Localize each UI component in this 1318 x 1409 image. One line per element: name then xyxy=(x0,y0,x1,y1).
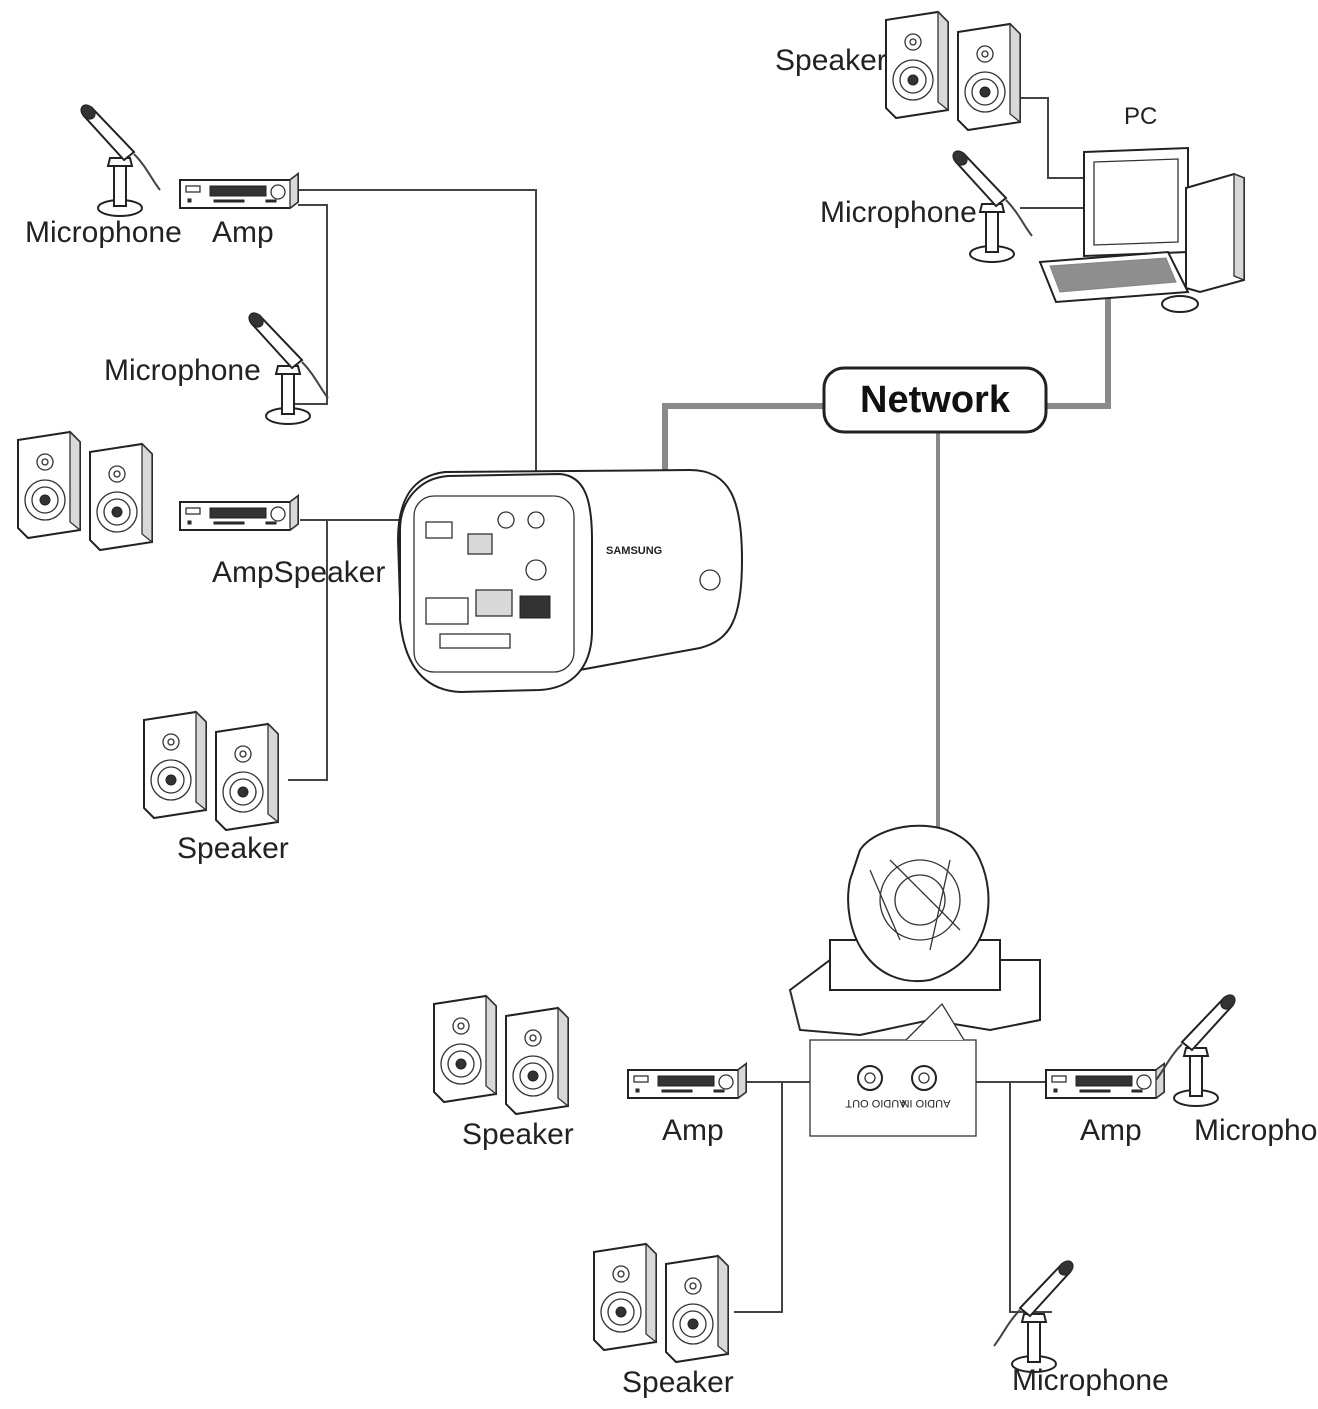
label-amp-bottom-right: Amp xyxy=(1080,1114,1142,1147)
network-label: Network xyxy=(860,379,1011,421)
microphone-icon xyxy=(1155,991,1239,1107)
label-pc: PC xyxy=(1124,103,1157,130)
box-camera-icon: SAMSUNG xyxy=(396,468,744,694)
speaker-icon xyxy=(144,712,278,830)
label-microphone-bottom: Microphone xyxy=(1012,1364,1169,1397)
dome-port-in-label: AUDIO IN xyxy=(902,1097,951,1109)
amplifier-icon xyxy=(1045,1063,1165,1099)
speaker-icon xyxy=(886,12,1020,130)
speaker-icon xyxy=(18,432,152,550)
amplifier-icon xyxy=(179,173,299,209)
network-box: Network xyxy=(822,366,1048,434)
label-ampspeaker: AmpSpeaker xyxy=(212,556,385,589)
label-speaker-pc: Speaker xyxy=(775,44,887,77)
microphone-icon xyxy=(993,1257,1077,1373)
amplifier-icon xyxy=(179,495,299,531)
label-amp-top-left: Amp xyxy=(212,216,274,249)
label-microphone-pc: Microphone xyxy=(820,196,977,229)
label-microphone-top-left: Microphone xyxy=(25,216,182,249)
label-amp-bottom-left: Amp xyxy=(662,1114,724,1147)
speaker-icon xyxy=(434,996,568,1114)
label-microphone-bottom-right: Microphone xyxy=(1194,1114,1318,1147)
microphone-icon xyxy=(77,101,161,217)
dome-camera-icon: AUDIO OUT AUDIO IN xyxy=(788,824,1041,1137)
speaker-icon xyxy=(594,1244,728,1362)
label-microphone-left: Microphone xyxy=(104,354,261,387)
label-speaker-bottom: Speaker xyxy=(622,1366,734,1399)
label-speaker-left: Speaker xyxy=(177,832,289,865)
label-speaker-bottom-left: Speaker xyxy=(462,1118,574,1151)
dome-port-out-label: AUDIO OUT xyxy=(845,1097,906,1109)
pc-icon xyxy=(1038,146,1245,313)
camera-brand: SAMSUNG xyxy=(606,545,662,557)
amplifier-icon xyxy=(627,1063,747,1099)
